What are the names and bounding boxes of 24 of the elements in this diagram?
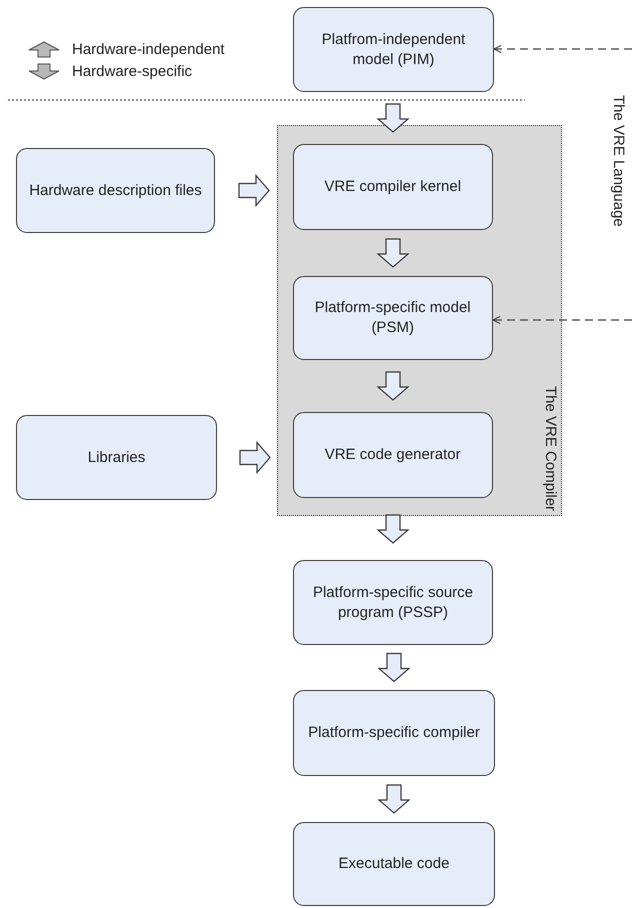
dashed-arrow bbox=[492, 316, 632, 324]
block-arrow bbox=[377, 652, 411, 682]
compiler-group bbox=[277, 125, 562, 516]
process-box: Libraries bbox=[16, 415, 217, 500]
block-arrow bbox=[239, 440, 271, 474]
process-box: Platform-specific compiler bbox=[293, 690, 495, 776]
block-arrow bbox=[376, 103, 410, 133]
dashed-arrow bbox=[493, 44, 632, 54]
side-label: The VRE Language bbox=[610, 95, 627, 227]
process-box: VRE code generator bbox=[292, 412, 493, 498]
legend-label: Hardware-independent bbox=[72, 41, 225, 58]
process-box: Platfrom-independent model (PIM) bbox=[293, 7, 494, 92]
block-arrow bbox=[238, 174, 270, 208]
block-arrow bbox=[376, 238, 410, 268]
block-arrow bbox=[377, 784, 411, 814]
process-box: Executable code bbox=[293, 822, 495, 906]
process-box: Platform-specific source program (PSSP) bbox=[293, 560, 493, 645]
process-box: VRE compiler kernel bbox=[292, 144, 493, 230]
process-box: Hardware description files bbox=[16, 148, 215, 233]
legend-label: Hardware-specific bbox=[72, 63, 192, 80]
block-arrow bbox=[376, 371, 410, 401]
process-box: Platform-specific model (PSM) bbox=[292, 276, 493, 360]
block-arrow bbox=[376, 514, 410, 544]
group-title: The VRE Compiler bbox=[542, 386, 559, 511]
